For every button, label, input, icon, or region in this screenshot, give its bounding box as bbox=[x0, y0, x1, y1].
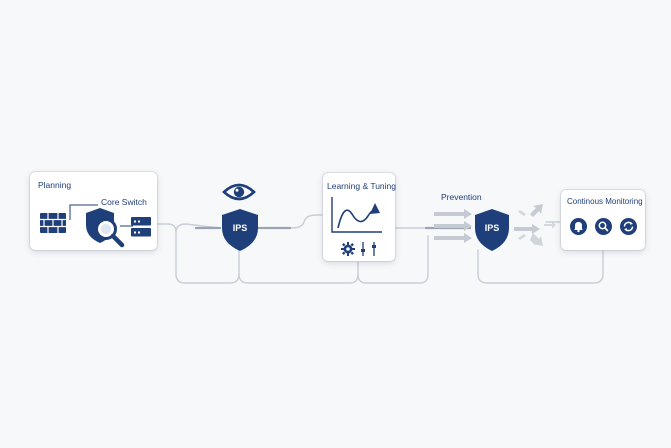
eye-icon bbox=[222, 183, 256, 201]
ips-shield-label: IPS bbox=[232, 223, 248, 233]
ips-shield-icon bbox=[222, 209, 258, 251]
learning-title: Learning & Tuning bbox=[327, 181, 396, 191]
learning-card bbox=[323, 173, 395, 261]
gear-icon bbox=[341, 242, 355, 256]
prevention-shield-icon bbox=[475, 209, 509, 251]
bell-icon bbox=[570, 218, 587, 235]
trend-chart-icon bbox=[331, 197, 382, 233]
sliders-icon bbox=[361, 242, 376, 256]
core-switch-label: Core Switch bbox=[101, 197, 147, 207]
planning-title: Planning bbox=[38, 180, 72, 190]
arrows-out-icon bbox=[514, 204, 556, 246]
refresh-icon bbox=[620, 218, 637, 235]
prevention-title: Prevention bbox=[441, 192, 482, 202]
firewall-icon bbox=[40, 213, 66, 233]
prevention-shield-label: IPS bbox=[484, 223, 500, 233]
monitoring-title: Continous Monitoring bbox=[567, 197, 643, 206]
arrows-in-icon bbox=[434, 209, 472, 243]
shield-search-icon bbox=[86, 208, 125, 248]
server-icon bbox=[131, 217, 151, 237]
search-icon bbox=[595, 218, 612, 235]
